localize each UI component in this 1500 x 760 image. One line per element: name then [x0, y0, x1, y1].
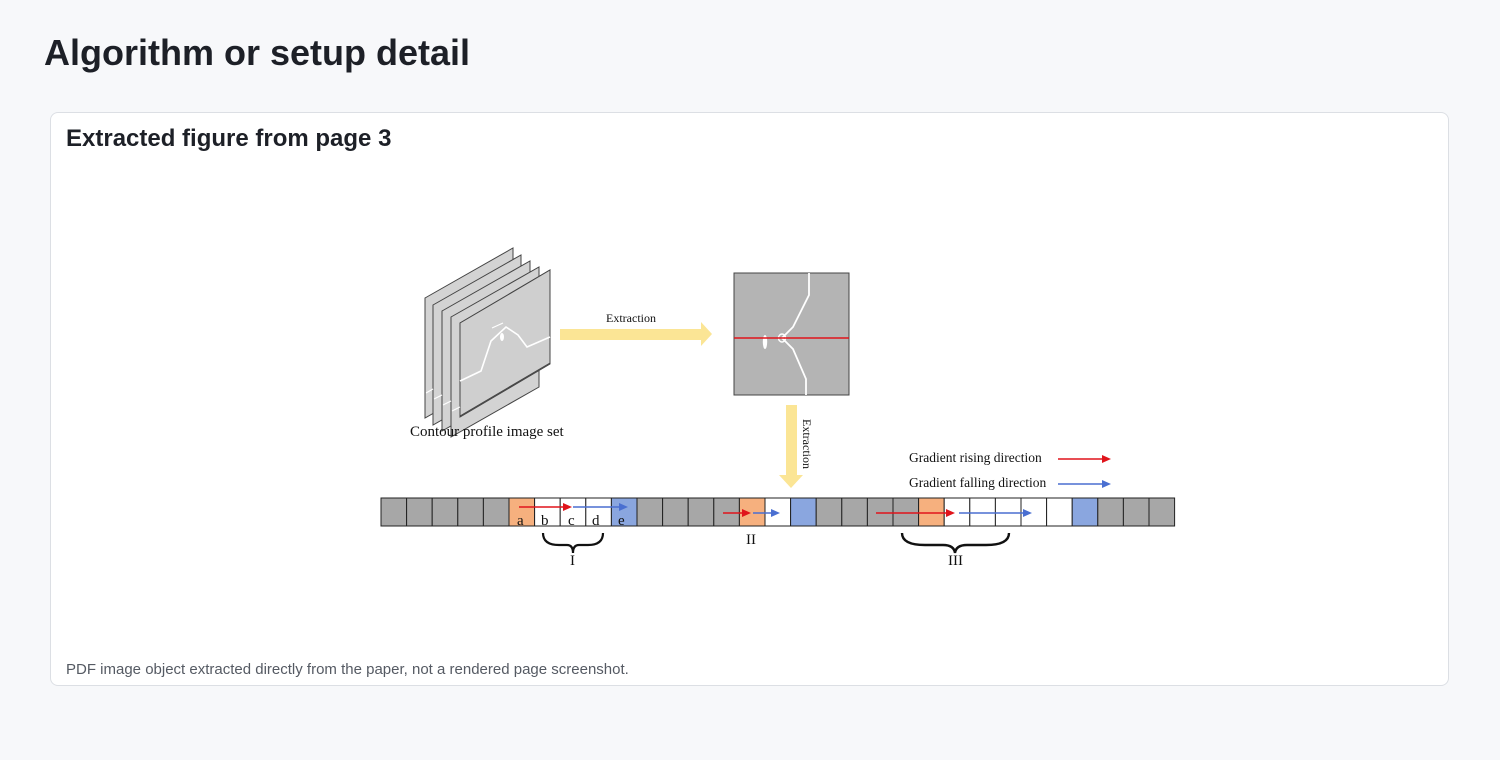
- pixel-cell: [610, 497, 638, 527]
- pixel-cell: [662, 497, 689, 527]
- legend-rising-label: Gradient rising direction: [909, 450, 1042, 465]
- pixel-cell: [892, 497, 920, 527]
- pixel-cell: [1148, 497, 1176, 527]
- extracted-profile-image: [733, 272, 850, 396]
- pixel-cell: [815, 497, 843, 527]
- pixel-cell: [687, 497, 715, 527]
- group-label-1: I: [570, 553, 575, 569]
- pixel-cell: [406, 497, 433, 527]
- pixel-cell: [534, 497, 561, 527]
- contour-stack-edges: [425, 388, 461, 412]
- pixel-cell: [1071, 497, 1099, 527]
- pixel-cell: [713, 497, 740, 527]
- cell-letter-d: d: [592, 513, 600, 529]
- page-title: Algorithm or setup detail: [44, 32, 471, 73]
- pixel-cell: [380, 497, 408, 527]
- vertical-extraction-label: Extraction: [800, 419, 814, 469]
- group-label-2: II: [746, 532, 756, 548]
- gradient-arrows-group-2: [723, 509, 780, 517]
- pixel-cell: [508, 497, 536, 527]
- horizontal-extraction-arrow: [560, 322, 712, 346]
- legend-falling-label: Gradient falling direction: [909, 475, 1046, 490]
- pixel-cell: [790, 497, 817, 527]
- legend-falling-arrow: [1058, 480, 1111, 488]
- pixel-cell: [918, 497, 945, 527]
- pixel-row: [380, 497, 1176, 527]
- pixel-cell: [1097, 497, 1124, 527]
- extracted-figure: Contour profile image set Extraction Ext…: [380, 247, 1176, 569]
- gradient-arrows-group-1: [519, 503, 628, 511]
- pixel-cell: [457, 497, 484, 527]
- pixel-cell: [764, 497, 792, 527]
- pixel-cell: [969, 497, 996, 527]
- pixel-cell: [841, 497, 868, 527]
- vertical-extraction-arrow: [779, 405, 803, 488]
- gradient-arrows-group-3: [876, 509, 1032, 517]
- brace-group-1: [541, 532, 605, 554]
- pixel-cell: [482, 497, 510, 527]
- cell-letter-a: a: [517, 513, 524, 529]
- cell-letter-e: e: [618, 513, 625, 529]
- pixel-cell: [1122, 497, 1150, 527]
- figure-card-title: Extracted figure from page 3: [66, 125, 392, 152]
- pixel-cell: [585, 497, 612, 527]
- figure-caption: PDF image object extracted directly from…: [66, 661, 629, 678]
- cell-letter-c: c: [568, 513, 575, 529]
- horizontal-extraction-label: Extraction: [606, 311, 656, 325]
- figure-card: Extracted figure from page 3 Contour pro…: [50, 112, 1449, 686]
- cell-letter-b: b: [541, 513, 549, 529]
- pixel-cell: [866, 497, 894, 527]
- pixel-cell: [636, 497, 664, 527]
- group-label-3: III: [948, 553, 963, 569]
- brace-group-3: [900, 532, 1011, 554]
- legend-rising-arrow: [1058, 455, 1111, 463]
- pixel-cell: [1046, 497, 1073, 527]
- contour-image-front: [459, 269, 551, 417]
- image-set-label: Contour profile image set: [410, 424, 565, 440]
- pixel-cell: [994, 497, 1022, 527]
- pixel-cell: [431, 497, 459, 527]
